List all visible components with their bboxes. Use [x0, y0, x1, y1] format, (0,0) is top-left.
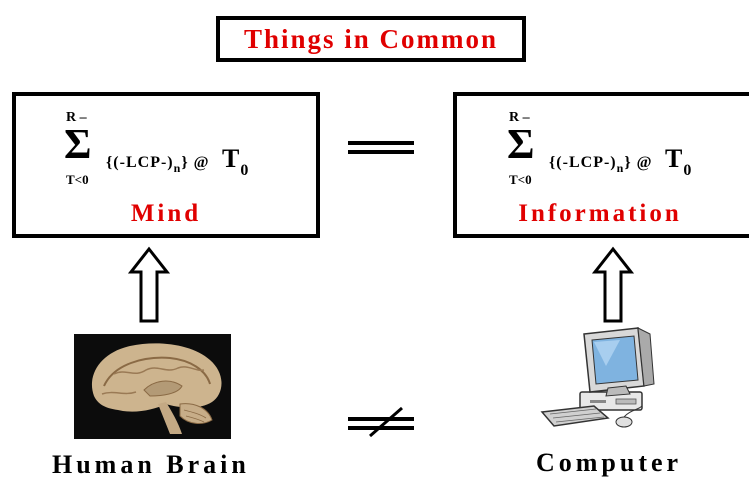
sigma-symbol: Σ [64, 122, 92, 168]
hollow-up-arrow-icon [592, 246, 634, 323]
title: Things in Common [243, 23, 499, 54]
formula-expression: {(-LCP-)n} @ T0 [106, 144, 250, 179]
sum-upper-limit: R – [509, 110, 530, 125]
equals-icon [348, 141, 414, 155]
sigma-symbol: Σ [507, 122, 535, 168]
mind-label: Mind [130, 200, 202, 227]
title-box: Things in Common [216, 16, 526, 62]
not-equals-icon [348, 406, 414, 438]
brain-photo [74, 334, 231, 439]
information-label: Information [518, 200, 682, 227]
sum-lower-limit: T<0 [66, 172, 89, 187]
computer-caption: Computer [536, 448, 683, 477]
computer-clipart [540, 327, 655, 428]
sum-lower-limit: T<0 [509, 172, 532, 187]
sum-upper-limit: R – [66, 110, 87, 125]
information-formula-box: R – Σ T<0 {(-LCP-)n} @ T0 Information [453, 92, 749, 238]
human-brain-caption: Human Brain [52, 450, 250, 479]
mind-formula-box: R – Σ T<0 {(-LCP-)n} @ T0 Mind [12, 92, 320, 238]
hollow-up-arrow-icon [128, 246, 170, 323]
formula-expression: {(-LCP-)n} @ T0 [549, 144, 693, 179]
